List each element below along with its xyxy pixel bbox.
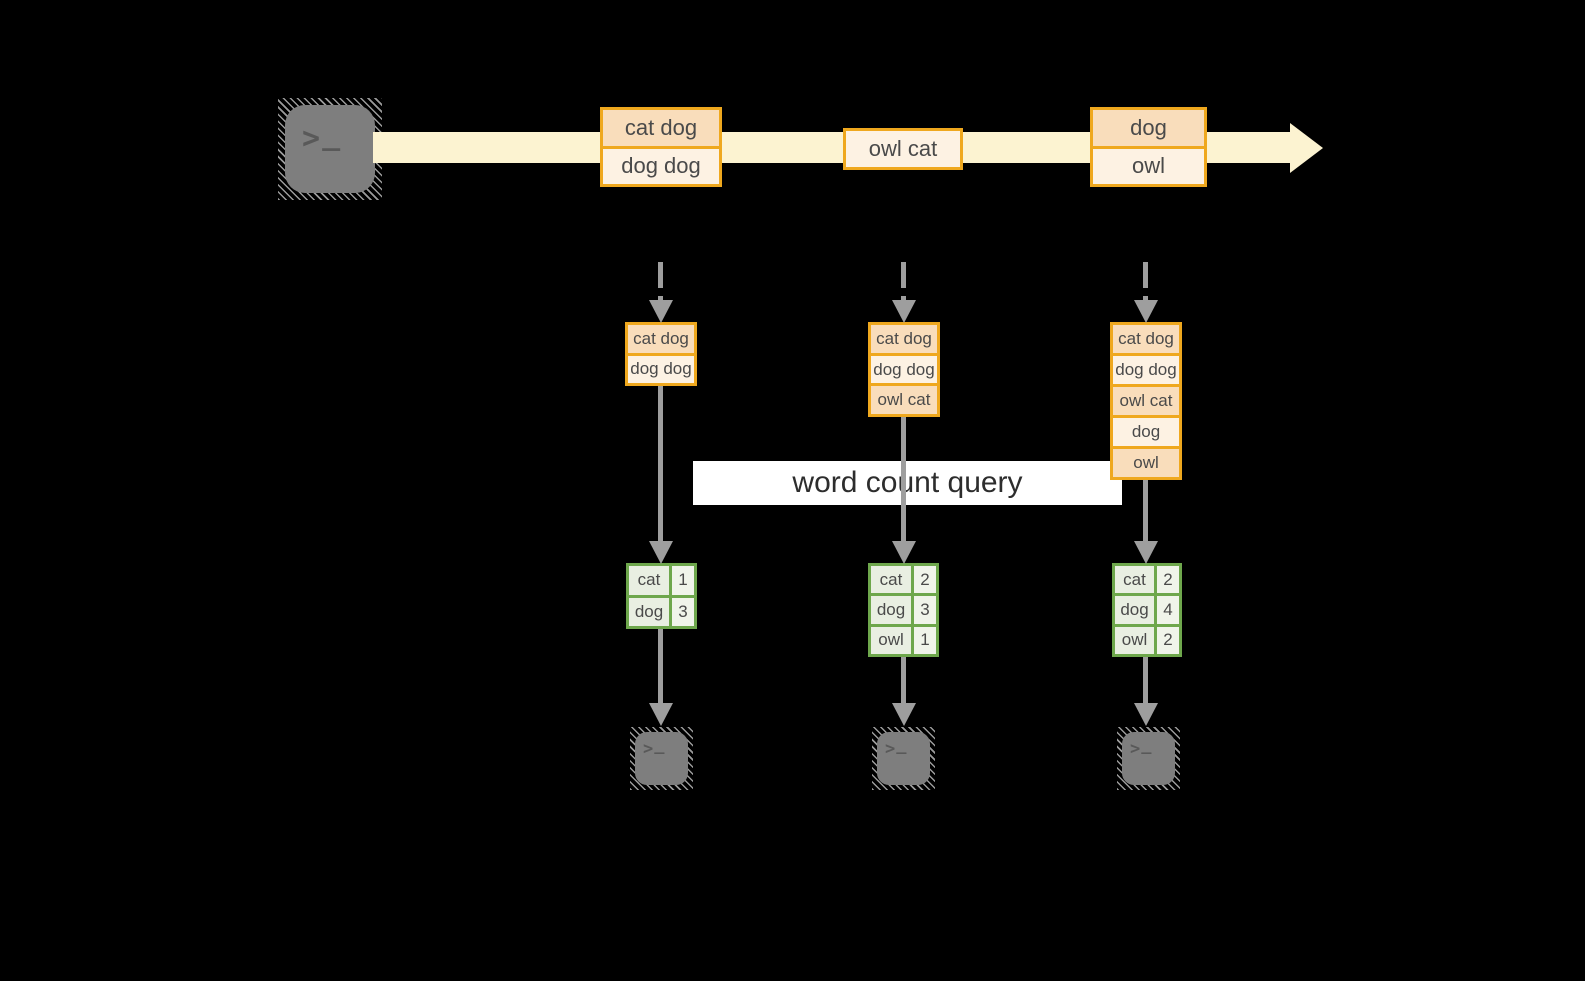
buffer-record: dog dog — [628, 352, 694, 383]
terminal-body — [285, 105, 375, 193]
process-arrow-stem — [901, 417, 906, 543]
word-cell: cat — [871, 566, 914, 594]
process-arrow-head-icon — [649, 541, 673, 564]
ingest-arrow-dash — [1143, 262, 1148, 288]
stream-event-record: dog dog — [603, 145, 719, 184]
count-table-1: cat 1 dog 3 — [626, 563, 697, 629]
stream-event-box-2: owl cat — [843, 128, 963, 170]
buffer-box-3: cat dog dog dog owl cat dog owl — [1110, 322, 1182, 480]
count-row: dog 4 — [1115, 593, 1179, 624]
terminal-body — [635, 732, 688, 785]
ingest-arrow-head-icon — [1134, 300, 1158, 323]
source-terminal-icon: >_ — [278, 98, 382, 200]
buffer-record: dog — [1113, 415, 1179, 446]
ingest-arrow-head-icon — [649, 300, 673, 323]
output-arrow-head-icon — [892, 703, 916, 726]
count-row: owl 1 — [871, 623, 936, 654]
count-row: owl 2 — [1115, 623, 1179, 654]
count-table-2: cat 2 dog 3 owl 1 — [868, 563, 939, 657]
sink-terminal-icon-2: >_ — [872, 727, 935, 790]
process-arrow-head-icon — [1134, 541, 1158, 564]
process-arrow-stem — [1143, 480, 1148, 543]
output-arrow-head-icon — [649, 703, 673, 726]
terminal-prompt-glyph: >_ — [885, 735, 908, 759]
terminal-prompt-glyph: >_ — [302, 117, 343, 156]
ingest-arrow-dash — [658, 262, 663, 288]
buffer-record: owl cat — [871, 383, 937, 415]
count-cell: 1 — [672, 566, 694, 595]
sink-terminal-icon-3: >_ — [1117, 727, 1180, 790]
count-cell: 4 — [1157, 596, 1179, 624]
buffer-record: dog dog — [1113, 353, 1179, 384]
stream-event-record: owl — [1093, 145, 1204, 184]
word-cell: cat — [1115, 566, 1157, 594]
stream-event-box-1: cat dog dog dog — [600, 107, 722, 187]
count-cell: 2 — [1157, 566, 1179, 594]
query-banner: word count query — [693, 461, 1122, 505]
count-cell: 1 — [914, 626, 936, 654]
process-arrow-stem — [658, 386, 663, 543]
buffer-box-2: cat dog dog dog owl cat — [868, 322, 940, 417]
word-cell: cat — [629, 566, 672, 595]
count-cell: 2 — [914, 566, 936, 594]
count-table-3: cat 2 dog 4 owl 2 — [1112, 563, 1182, 657]
count-row: dog 3 — [629, 594, 694, 626]
terminal-prompt-glyph: >_ — [1130, 735, 1153, 759]
buffer-record: owl cat — [1113, 384, 1179, 415]
stream-event-box-3: dog owl — [1090, 107, 1207, 187]
word-cell: dog — [1115, 596, 1157, 624]
word-cell: owl — [871, 626, 914, 654]
buffer-record: cat dog — [628, 325, 694, 353]
count-cell: 3 — [672, 597, 694, 626]
buffer-record: cat dog — [871, 325, 937, 353]
terminal-prompt-glyph: >_ — [643, 735, 666, 759]
word-cell: owl — [1115, 626, 1157, 654]
ingest-arrow-head-icon — [892, 300, 916, 323]
ingest-arrow-dash — [901, 262, 906, 288]
stream-event-record: owl cat — [846, 131, 960, 167]
word-cell: dog — [871, 596, 914, 624]
buffer-box-1: cat dog dog dog — [625, 322, 697, 386]
count-cell: 2 — [1157, 626, 1179, 654]
buffer-record: owl — [1113, 446, 1179, 477]
query-banner-label: word count query — [792, 466, 1023, 499]
count-row: dog 3 — [871, 593, 936, 624]
word-cell: dog — [629, 597, 672, 626]
terminal-body — [877, 732, 930, 785]
sink-terminal-icon-1: >_ — [630, 727, 693, 790]
buffer-record: dog dog — [871, 352, 937, 384]
buffer-record: cat dog — [1113, 325, 1179, 353]
process-arrow-head-icon — [892, 541, 916, 564]
stream-event-record: dog — [1093, 110, 1204, 146]
count-row: cat 1 — [629, 566, 694, 595]
terminal-body — [1122, 732, 1175, 785]
count-cell: 3 — [914, 596, 936, 624]
event-stream-arrowhead-icon — [1290, 123, 1323, 173]
output-arrow-head-icon — [1134, 703, 1158, 726]
count-row: cat 2 — [1115, 566, 1179, 594]
output-arrow-stem — [658, 629, 663, 705]
stream-event-record: cat dog — [603, 110, 719, 146]
output-arrow-stem — [1143, 657, 1148, 705]
output-arrow-stem — [901, 657, 906, 705]
count-row: cat 2 — [871, 566, 936, 594]
